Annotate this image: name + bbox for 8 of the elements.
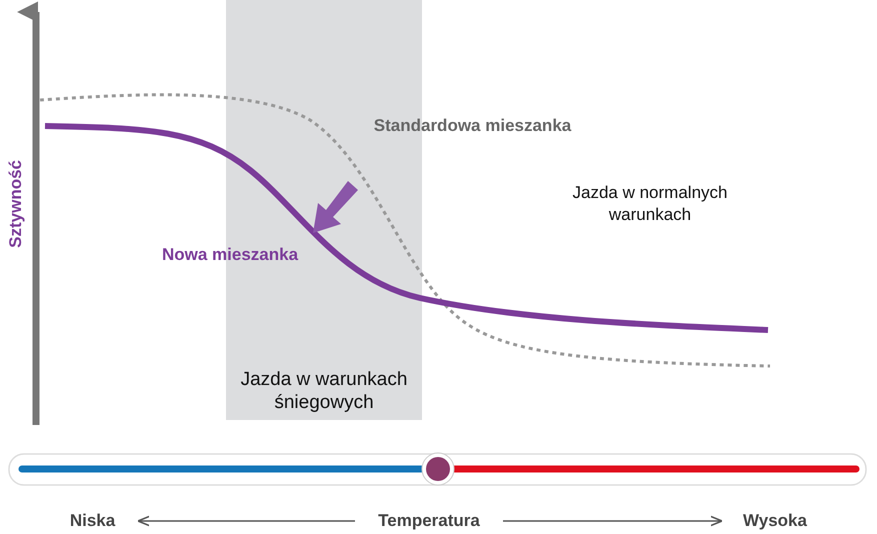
zone-label: Jazda w normalnych warunkach bbox=[572, 182, 728, 226]
scale-label: Wysoka bbox=[742, 510, 808, 532]
curve-label: Nowa mieszanka bbox=[160, 244, 300, 266]
scale-label: Niska bbox=[68, 510, 116, 532]
curve-label: Standardowa mieszanka bbox=[372, 115, 572, 137]
axis-label: Sztywność bbox=[5, 160, 26, 248]
zone-label: Jazda w warunkach śniegowych bbox=[240, 368, 408, 414]
scale-label: Temperatura bbox=[377, 510, 481, 532]
